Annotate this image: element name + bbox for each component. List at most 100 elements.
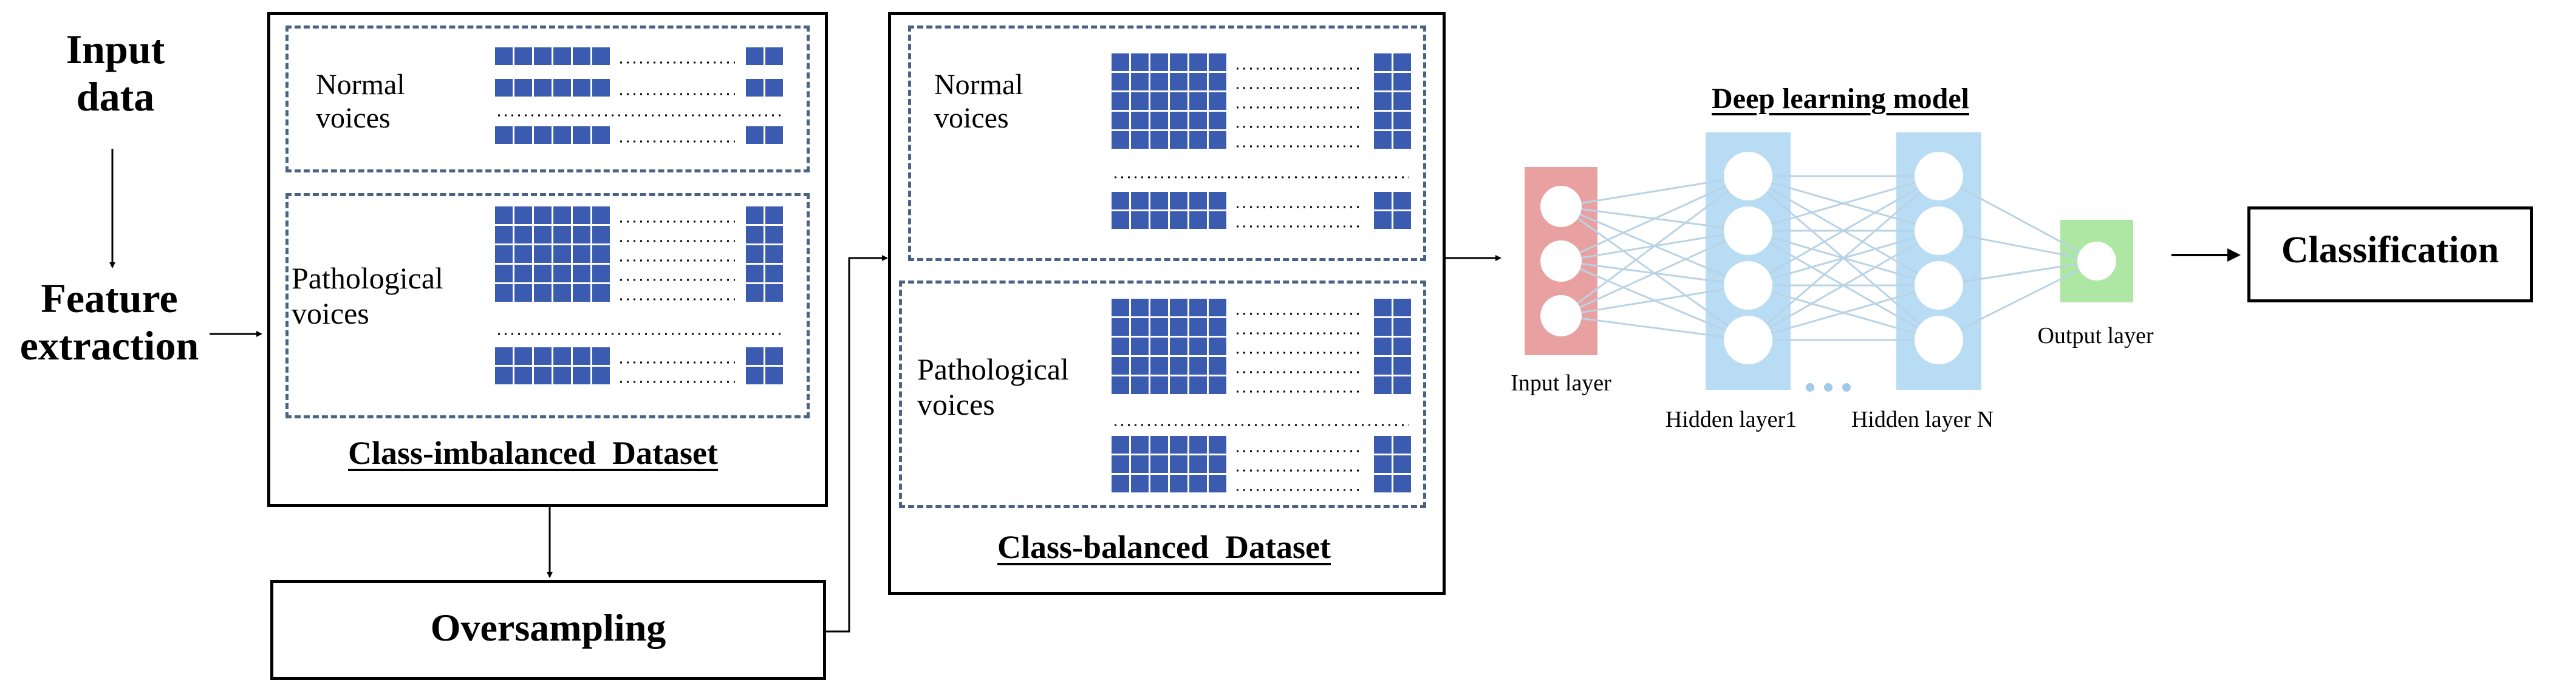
neuron bbox=[1915, 316, 1963, 364]
feature-cell bbox=[1170, 318, 1187, 336]
balanced-dataset-title: Class-balanced Dataset bbox=[997, 529, 1331, 565]
feature-cell bbox=[1374, 376, 1392, 394]
feature-cell bbox=[1150, 318, 1168, 336]
feature-cell bbox=[1170, 299, 1187, 316]
output-layer-label: Output layer bbox=[2037, 323, 2154, 349]
feature-cell bbox=[765, 284, 783, 302]
feature-cell bbox=[746, 347, 764, 365]
network-connection bbox=[1748, 175, 1939, 232]
feature-cell bbox=[746, 79, 764, 97]
feature-cell bbox=[1170, 131, 1187, 149]
feature-cell bbox=[1374, 131, 1392, 149]
feature-cell bbox=[746, 265, 764, 282]
feature-cell bbox=[1374, 192, 1392, 209]
feature-cell bbox=[573, 226, 590, 243]
feature-cell bbox=[1131, 455, 1149, 473]
feature-cell bbox=[495, 347, 513, 365]
network-connection bbox=[1748, 230, 1939, 341]
feature-cell bbox=[1393, 299, 1411, 316]
feature-cell bbox=[1150, 436, 1168, 454]
hidden-layer-n-label: Hidden layer N bbox=[1851, 407, 1994, 432]
feature-cell bbox=[1209, 211, 1226, 229]
feature-cell bbox=[1150, 475, 1168, 492]
feature-cell bbox=[1393, 318, 1411, 336]
feature-cell bbox=[534, 265, 552, 282]
feature-cell bbox=[592, 367, 610, 384]
feature-cell bbox=[514, 126, 532, 144]
feature-cell bbox=[1150, 131, 1168, 149]
network-connection bbox=[1560, 230, 1749, 317]
feature-cell bbox=[1374, 211, 1392, 229]
feature-cell bbox=[573, 265, 590, 282]
feature-cell bbox=[553, 79, 571, 97]
feature-cell bbox=[1131, 211, 1149, 229]
network-connection bbox=[1938, 260, 2097, 287]
network-connection bbox=[1938, 175, 2097, 262]
balanced-normal-group bbox=[908, 26, 1426, 261]
feature-cell bbox=[1209, 475, 1226, 492]
feature-cell bbox=[1189, 131, 1207, 149]
feature-cell bbox=[1209, 338, 1226, 355]
feature-cell bbox=[1131, 53, 1149, 71]
feature-cell bbox=[1189, 299, 1207, 316]
network-connection bbox=[1748, 175, 1939, 341]
neuron bbox=[1915, 152, 1963, 200]
neuron bbox=[1724, 316, 1772, 364]
feature-cell bbox=[765, 79, 783, 97]
feature-cell bbox=[765, 126, 783, 144]
class-balanced-dataset-box bbox=[888, 12, 1446, 595]
feature-cell bbox=[534, 126, 552, 144]
feature-cell bbox=[1209, 357, 1226, 375]
feature-cell bbox=[1112, 357, 1129, 375]
feature-cell bbox=[1393, 92, 1411, 110]
feature-cell bbox=[746, 226, 764, 243]
feature-cell bbox=[1170, 338, 1187, 355]
feature-cell bbox=[765, 367, 783, 384]
feature-cell bbox=[1209, 436, 1226, 454]
feature-cell bbox=[1374, 455, 1392, 473]
imbalanced-normal-group bbox=[285, 26, 810, 172]
input-layer-label: Input layer bbox=[1511, 370, 1611, 396]
feature-cell bbox=[1209, 53, 1226, 71]
feature-cell bbox=[1393, 131, 1411, 149]
feature-cell bbox=[514, 79, 532, 97]
network-connection bbox=[1938, 260, 2097, 341]
feature-cell bbox=[1209, 299, 1226, 316]
feature-cell bbox=[592, 126, 610, 144]
feature-cell bbox=[746, 245, 764, 263]
feature-cell bbox=[573, 126, 590, 144]
feature-cell bbox=[1150, 357, 1168, 375]
feature-cell bbox=[1374, 318, 1392, 336]
balanced-pathological-label: Pathological voices bbox=[917, 352, 1069, 421]
oversampling-label: Oversampling bbox=[430, 606, 666, 649]
feature-cell bbox=[1170, 53, 1187, 71]
feature-cell bbox=[514, 206, 532, 224]
hidden-layers-ellipsis-dot bbox=[1842, 383, 1851, 392]
neuron bbox=[1540, 186, 1582, 227]
feature-cell bbox=[573, 347, 590, 365]
neuron bbox=[1540, 240, 1582, 282]
feature-cell bbox=[1112, 73, 1129, 90]
feature-cell bbox=[592, 226, 610, 243]
feature-cell bbox=[1209, 73, 1226, 90]
feature-cell bbox=[592, 79, 610, 97]
feature-cell bbox=[1374, 53, 1392, 71]
feature-cell bbox=[1374, 299, 1392, 316]
feature-cell bbox=[1393, 455, 1411, 473]
feature-cell bbox=[1189, 73, 1207, 90]
feature-cell bbox=[514, 265, 532, 282]
feature-cell bbox=[1131, 192, 1149, 209]
balanced-normal-label: Normal voices bbox=[934, 69, 1023, 135]
feature-cell bbox=[1374, 357, 1392, 375]
feature-cell bbox=[1170, 376, 1187, 394]
feature-cell bbox=[514, 226, 532, 243]
feature-cell bbox=[1374, 112, 1392, 129]
network-connection bbox=[1560, 175, 1749, 208]
feature-cell bbox=[1150, 338, 1168, 355]
feature-cell bbox=[1189, 357, 1207, 375]
feature-cell bbox=[1393, 376, 1411, 394]
network-connection bbox=[1748, 284, 1939, 341]
feature-cell bbox=[1112, 338, 1129, 355]
neuron bbox=[1724, 152, 1772, 200]
feature-cell bbox=[1393, 192, 1411, 209]
